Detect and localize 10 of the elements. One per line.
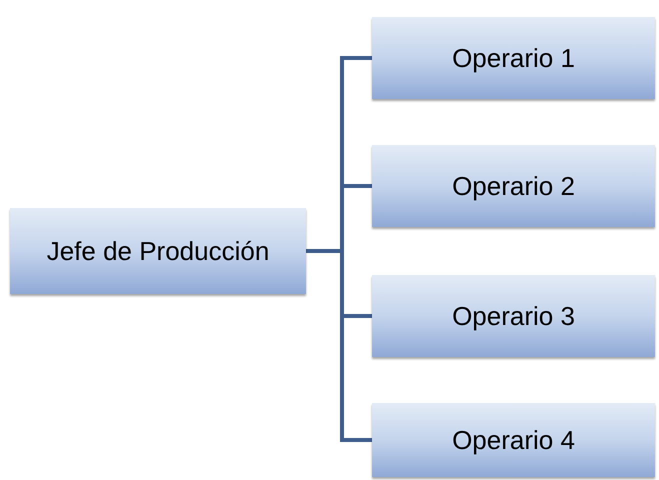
worker-box — [372, 275, 655, 357]
box-label: Operario 1 — [452, 42, 575, 74]
manager-box — [10, 208, 306, 294]
box-label: Jefe de Producción — [46, 236, 270, 266]
box-label: Operario 4 — [452, 424, 575, 456]
worker-box — [372, 145, 655, 227]
box-label: Operario 2 — [452, 170, 575, 202]
box-label: Operario 3 — [452, 300, 575, 332]
worker-box — [372, 17, 655, 99]
worker-box — [372, 403, 655, 477]
